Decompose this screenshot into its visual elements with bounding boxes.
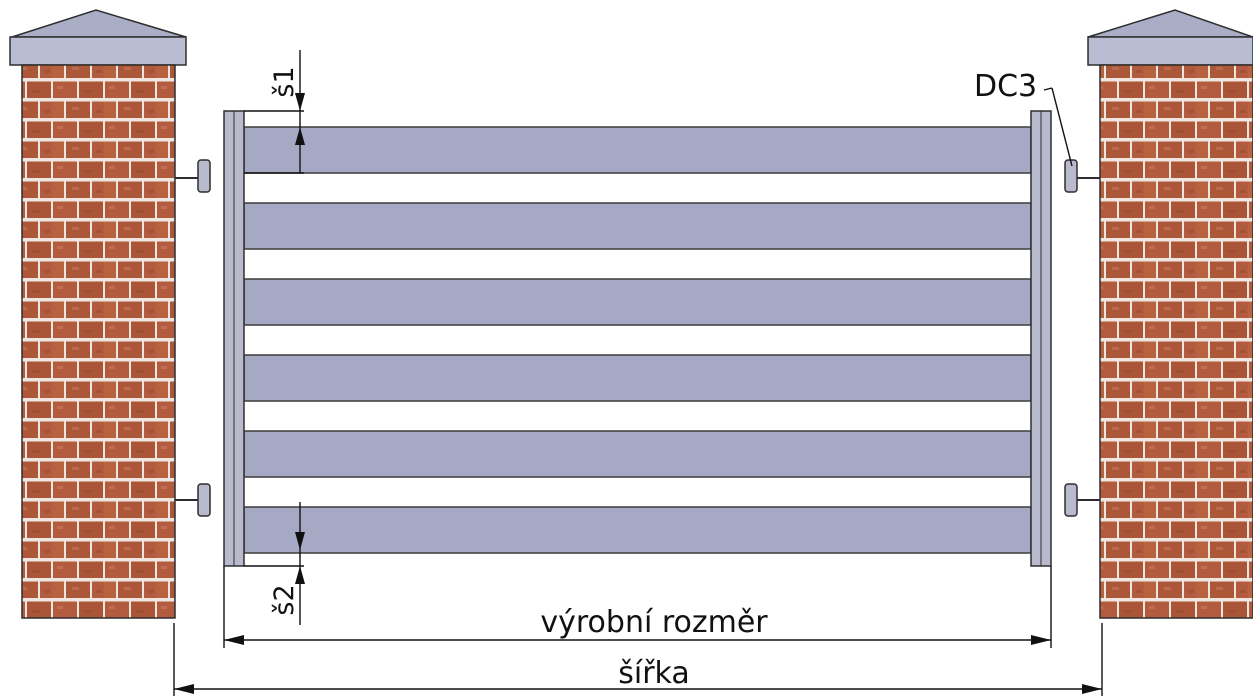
left-pillar-cap <box>9 36 187 66</box>
right-pillar-brick-body <box>1099 64 1253 619</box>
hinge-right-bottom <box>1064 483 1100 517</box>
gate-panel <box>243 278 1032 326</box>
hinges <box>175 159 1100 517</box>
product-width-label: výrobní rozměr <box>540 605 768 640</box>
hinge-left-top <box>175 159 211 193</box>
dimension-s1-label: š1 <box>269 66 300 97</box>
right-pillar <box>1087 9 1253 619</box>
left-pillar <box>9 9 187 619</box>
right-pillar-cap-roof <box>1087 9 1253 38</box>
gate <box>223 110 1052 567</box>
dimension-s2-label: š2 <box>269 584 300 615</box>
dimension-s1: š1 <box>244 50 305 174</box>
left-pillar-brick-body <box>21 64 176 619</box>
gate-panel <box>243 430 1032 478</box>
hinge-left-bottom <box>175 483 211 517</box>
dimension-product-width: výrobní rozměr <box>223 566 1052 648</box>
gate-panel <box>243 202 1032 250</box>
dimension-total-width: šířka <box>173 623 1103 696</box>
gate-panels <box>243 126 1032 554</box>
left-pillar-cap-roof <box>11 9 187 38</box>
gate-panel <box>243 126 1032 174</box>
hinge-callout-label: DC3 <box>974 69 1037 104</box>
total-width-label: šířka <box>618 656 690 691</box>
gate-panel <box>243 354 1032 402</box>
hinge-right-top <box>1064 159 1100 193</box>
right-pillar-cap <box>1087 36 1253 66</box>
dimension-s2: š2 <box>244 502 305 625</box>
gate-panel <box>243 506 1032 554</box>
hinge-callout: DC3 <box>974 69 1073 167</box>
